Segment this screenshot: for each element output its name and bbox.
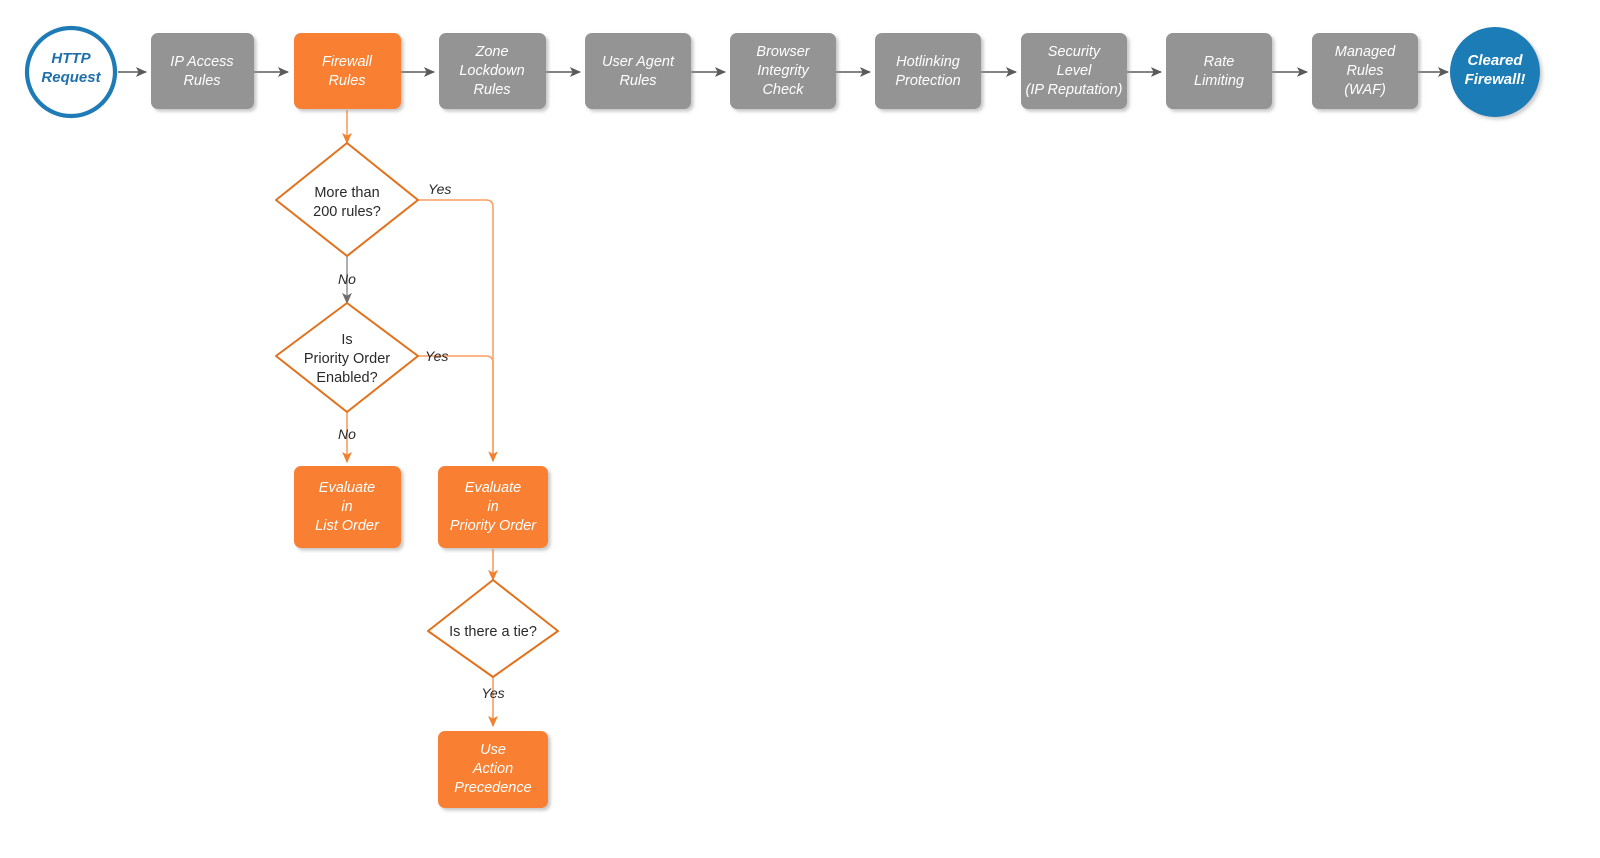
- node-is-priority-order-enabled[interactable]: Is Priority Order Enabled?: [275, 302, 419, 413]
- node-managed-rules-waf[interactable]: Managed Rules (WAF): [1312, 33, 1418, 109]
- edge-label-decision2-no: No: [338, 426, 356, 442]
- browser-integrity-check-label-line3: Check: [762, 82, 804, 98]
- edge-label-decision1-yes: Yes: [428, 181, 451, 197]
- firewall-rules-label-line2: Rules: [328, 73, 365, 89]
- firewall-rules-label-line1: Firewall: [322, 54, 373, 70]
- browser-integrity-check-label-line2: Integrity: [757, 63, 809, 79]
- node-ip-access-rules[interactable]: IP Access Rules: [151, 33, 254, 109]
- browser-integrity-check-label-line1: Browser: [756, 44, 810, 60]
- evaluate-in-priority-order-label-line1: Evaluate: [465, 480, 521, 496]
- http-request-label-line2: Request: [41, 69, 101, 86]
- cleared-firewall-label-line1: Cleared: [1467, 52, 1523, 69]
- zone-lockdown-rules-box: [439, 33, 546, 109]
- managed-rules-waf-label-line2: Rules: [1346, 63, 1383, 79]
- node-evaluate-in-list-order[interactable]: Evaluate in List Order: [294, 466, 401, 548]
- node-firewall-rules[interactable]: Firewall Rules: [294, 33, 401, 109]
- managed-rules-waf-label-line3: (WAF): [1344, 82, 1386, 98]
- use-action-precedence-label-line2: Action: [472, 761, 513, 777]
- use-action-precedence-label-line1: Use: [480, 742, 506, 758]
- is-there-a-tie-diamond: [427, 579, 559, 678]
- edge-label-decision3-yes: Yes: [481, 685, 504, 701]
- managed-rules-waf-label-line1: Managed: [1335, 44, 1396, 60]
- node-security-level[interactable]: Security Level (IP Reputation): [1021, 33, 1127, 109]
- hotlinking-protection-label-line1: Hotlinking: [896, 54, 960, 70]
- is-priority-order-enabled-label-line3: Enabled?: [316, 370, 377, 386]
- user-agent-rules-box: [585, 33, 691, 109]
- more-than-200-rules-label-line1: More than: [314, 185, 379, 201]
- evaluate-in-priority-order-label-line2: in: [487, 499, 498, 515]
- rate-limiting-box: [1166, 33, 1272, 109]
- is-priority-order-enabled-label-line1: Is: [341, 332, 352, 348]
- node-is-there-a-tie[interactable]: Is there a tie?: [427, 579, 559, 678]
- rate-limiting-label-line1: Rate: [1204, 54, 1235, 70]
- zone-lockdown-rules-label-line1: Zone: [474, 44, 508, 60]
- edge-label-decision1-no: No: [338, 271, 356, 287]
- node-http-request[interactable]: HTTP Request: [24, 25, 118, 119]
- security-level-label-line3: (IP Reputation): [1026, 82, 1123, 98]
- browser-integrity-check-box: [730, 33, 836, 109]
- evaluate-in-list-order-label-line2: in: [341, 499, 352, 515]
- node-rate-limiting[interactable]: Rate Limiting: [1166, 33, 1272, 109]
- user-agent-rules-label-line2: Rules: [619, 73, 656, 89]
- node-browser-integrity-check[interactable]: Browser Integrity Check: [730, 33, 836, 109]
- security-level-label-line2: Level: [1057, 63, 1092, 79]
- more-than-200-rules-diamond: [275, 142, 419, 257]
- security-level-box: [1021, 33, 1127, 109]
- hotlinking-protection-label-line2: Protection: [895, 73, 960, 89]
- branch-connectors: [342, 110, 498, 728]
- node-zone-lockdown-rules[interactable]: Zone Lockdown Rules: [439, 33, 546, 109]
- more-than-200-rules-label-line2: 200 rules?: [313, 204, 381, 220]
- hotlinking-protection-box: [875, 33, 981, 109]
- ip-access-rules-label-line1: IP Access: [170, 54, 233, 70]
- rate-limiting-label-line2: Limiting: [1194, 73, 1244, 89]
- http-request-circle: [24, 25, 118, 119]
- managed-rules-waf-box: [1312, 33, 1418, 109]
- edge-label-decision2-yes: Yes: [425, 348, 448, 364]
- ip-access-rules-box: [151, 33, 254, 109]
- use-action-precedence-box: [438, 731, 548, 808]
- zone-lockdown-rules-label-line3: Rules: [473, 82, 510, 98]
- node-cleared-firewall[interactable]: Cleared Firewall!: [1450, 27, 1540, 117]
- security-level-label-line1: Security: [1048, 44, 1101, 60]
- is-there-a-tie-label: Is there a tie?: [449, 624, 537, 640]
- evaluate-in-priority-order-label-line3: Priority Order: [450, 518, 537, 534]
- connector-decision1-yes-to-priority-order: [418, 199, 498, 463]
- edge-labels: Yes No Yes No Yes: [338, 181, 505, 701]
- http-request-label-line1: HTTP: [51, 50, 91, 67]
- evaluate-in-list-order-label-line3: List Order: [315, 518, 380, 534]
- use-action-precedence-label-line3: Precedence: [454, 780, 531, 796]
- evaluate-in-list-order-box: [294, 466, 401, 548]
- evaluate-in-priority-order-box: [438, 466, 548, 548]
- node-hotlinking-protection[interactable]: Hotlinking Protection: [875, 33, 981, 109]
- firewall-rules-box: [294, 33, 401, 109]
- cleared-firewall-circle: [1450, 27, 1540, 117]
- zone-lockdown-rules-label-line2: Lockdown: [459, 63, 524, 79]
- cleared-firewall-label-line2: Firewall!: [1465, 71, 1526, 88]
- is-priority-order-enabled-diamond: [275, 302, 419, 413]
- node-more-than-200-rules[interactable]: More than 200 rules?: [275, 142, 419, 257]
- node-use-action-precedence[interactable]: Use Action Precedence: [438, 731, 548, 808]
- node-evaluate-in-priority-order[interactable]: Evaluate in Priority Order: [438, 466, 548, 548]
- node-user-agent-rules[interactable]: User Agent Rules: [585, 33, 691, 109]
- user-agent-rules-label-line1: User Agent: [602, 54, 675, 70]
- connector-decision2-yes-to-priority-order: [418, 355, 498, 463]
- evaluate-in-list-order-label-line1: Evaluate: [319, 480, 375, 496]
- ip-access-rules-label-line2: Rules: [183, 73, 220, 89]
- is-priority-order-enabled-label-line2: Priority Order: [304, 351, 390, 367]
